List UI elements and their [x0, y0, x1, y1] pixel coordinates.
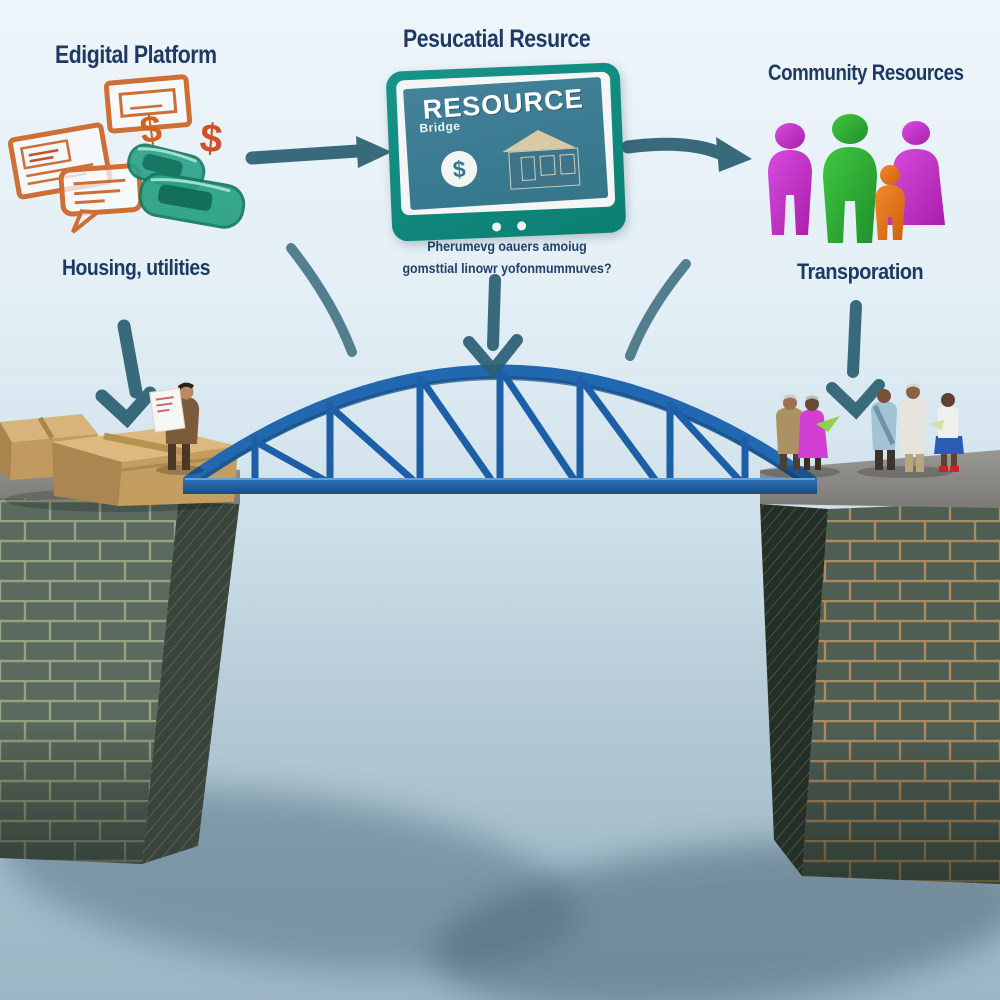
figurine-man-with-paper [149, 382, 204, 475]
right-ledge [760, 450, 1000, 508]
figurine-man-blue [871, 389, 897, 470]
tablet-camera-dots-icon [392, 217, 626, 236]
figurine-group-right [760, 383, 964, 478]
tablet-device: RESOURCE Bridge $ [385, 62, 627, 242]
label-educational-resource: Pesucatial Resurce [403, 25, 591, 53]
label-community-resources: Community Resources [768, 60, 964, 85]
house-body [508, 147, 581, 190]
label-housing-utilities: Housing, utilities [62, 255, 211, 280]
arrow-down-left-icon [95, 319, 157, 429]
dollar-symbol: $ [451, 155, 467, 182]
bridge [183, 364, 817, 494]
figurine-man-white-coat [900, 383, 926, 472]
person-green-center [823, 114, 877, 243]
figurine-elder-man [776, 394, 804, 470]
curve-stroke-left-icon [286, 243, 357, 357]
family-figures-icon [768, 114, 945, 243]
cardboard-boxes [0, 414, 238, 512]
label-transportation: Transporation [797, 259, 924, 284]
bridge-deck [183, 478, 817, 494]
left-pillar [0, 452, 240, 864]
caption-line-2: gomsttial linowr yofonmummuves? [402, 260, 612, 276]
tablet-screen: RESOURCE Bridge $ [403, 76, 609, 211]
flow-arrows [95, 136, 885, 429]
sketch-phones-icon: $ $ [127, 108, 246, 229]
person-magenta-left [768, 123, 812, 235]
figurine-woman-blue-skirt [928, 393, 964, 472]
house-icon [500, 127, 581, 190]
caption-question: Pherumevg oauers amoiug gomsttial linowr… [369, 236, 645, 279]
house-window [539, 154, 556, 176]
house-window [559, 153, 576, 175]
right-pillar [760, 450, 1000, 884]
caption-line-1: Pherumevg oauers amoiug [427, 239, 587, 254]
curve-stroke-right-icon [625, 259, 691, 361]
speech-bubble-icon [58, 163, 144, 234]
dollar-sketch-right-icon: $ [198, 116, 224, 162]
tablet-bezel: RESOURCE Bridge $ [395, 71, 616, 216]
arrow-tablet-to-community-icon [621, 137, 752, 172]
house-door [520, 156, 537, 182]
sketch-documents-icon [7, 74, 193, 234]
label-digital-platform: Edigital Platform [55, 41, 217, 69]
dollar-badge-icon: $ [440, 149, 479, 189]
person-orange-child [875, 165, 905, 240]
arrow-down-center-icon [463, 274, 523, 380]
arrow-left-to-tablet-icon [245, 136, 392, 168]
arrow-down-right-icon [826, 300, 885, 420]
figurine-elder-woman-pink [798, 395, 840, 470]
